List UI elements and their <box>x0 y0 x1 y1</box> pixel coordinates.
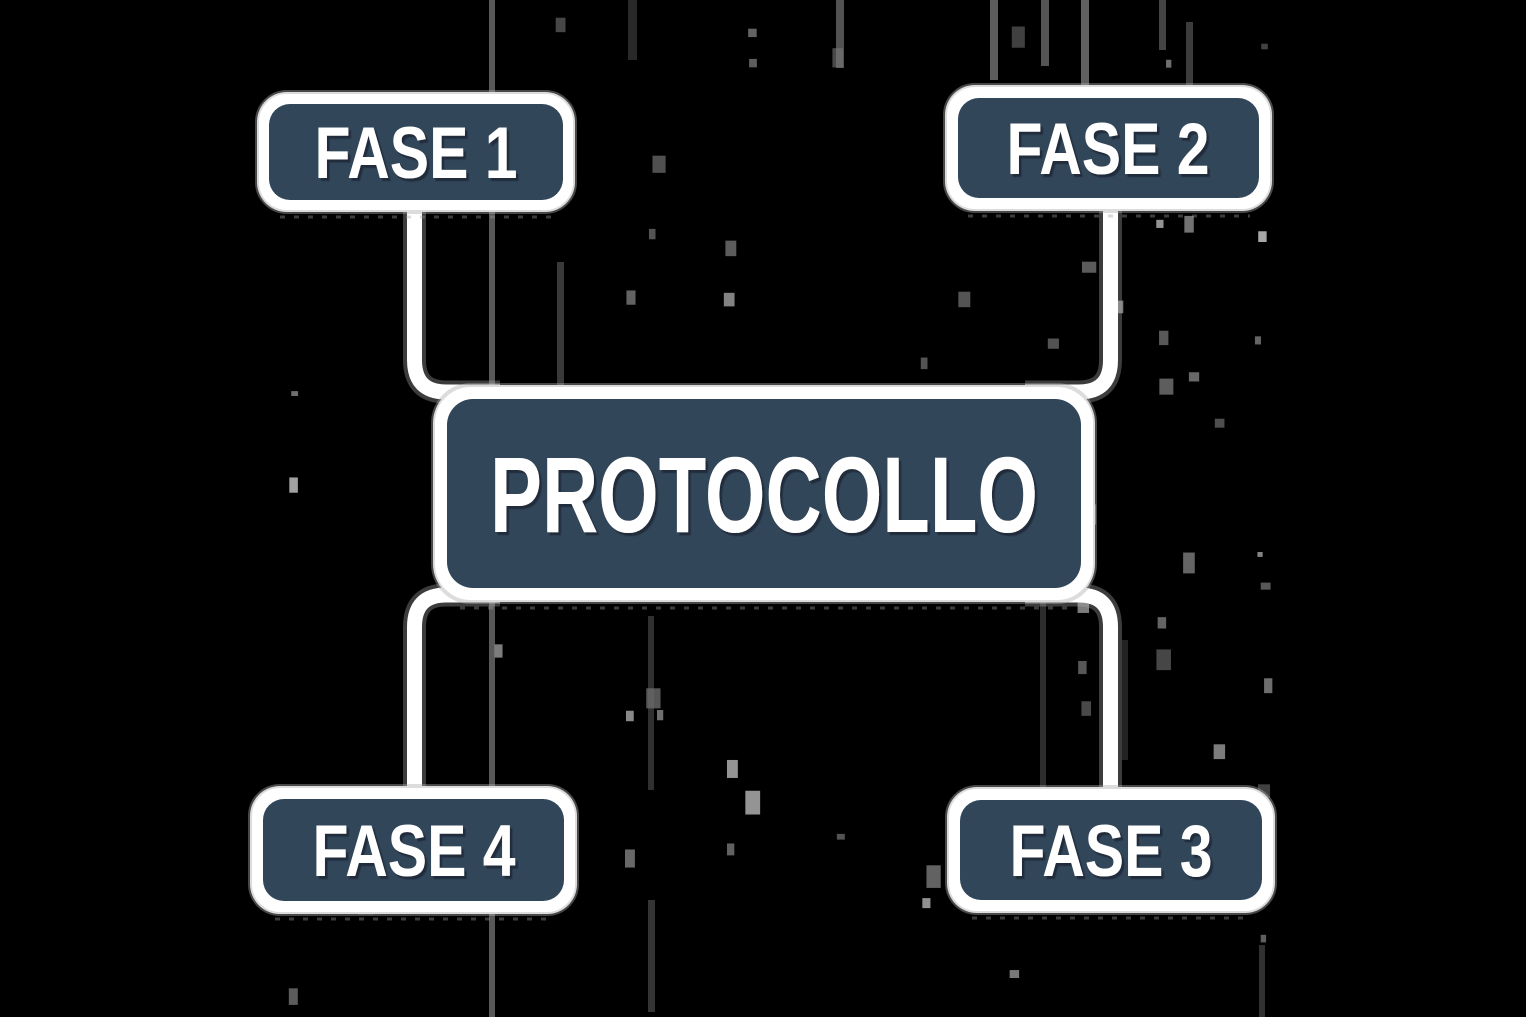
noise-artifact <box>926 865 941 888</box>
connector-line <box>1025 587 1118 798</box>
noise-artifact <box>1156 649 1171 671</box>
node-fase-4: FASE 4 <box>248 784 579 921</box>
node-fase-2-label: FASE 2 <box>1007 109 1210 190</box>
noise-artifact <box>288 988 298 1005</box>
noise-artifact <box>1159 330 1169 346</box>
connector-halo <box>1025 206 1122 404</box>
noise-artifact <box>836 0 844 68</box>
node-body <box>447 399 1081 588</box>
noise-artifact <box>1188 372 1200 382</box>
noise-artifact <box>836 833 845 840</box>
noise-artifact <box>725 240 737 257</box>
noise-artifact <box>1254 336 1261 345</box>
noise-artifact <box>726 843 735 856</box>
noise-artifact <box>1166 59 1172 68</box>
node-body <box>269 104 563 200</box>
noise-artifact <box>1122 640 1128 760</box>
connectors <box>403 206 1122 798</box>
noise-artifact <box>920 357 928 370</box>
noise-artifact <box>555 17 566 33</box>
node-fase-4-label: FASE 4 <box>313 811 516 892</box>
noise-artifact <box>748 28 757 38</box>
noise-artifact <box>745 790 761 815</box>
noise-artifact <box>1159 378 1174 395</box>
noise-artifact <box>289 477 298 493</box>
noise-artifact <box>1261 43 1268 50</box>
noise-artifact <box>1258 231 1267 242</box>
connector-halo <box>1025 583 1122 798</box>
noise-artifact <box>1183 552 1195 574</box>
noise-artifact <box>648 228 656 240</box>
noise-artifact <box>749 58 757 68</box>
noise-artifact <box>557 262 564 398</box>
connector-line <box>407 206 500 400</box>
noise-artifact <box>1259 945 1265 1017</box>
noise-artifact <box>1264 678 1273 694</box>
noise-artifact <box>652 155 666 173</box>
noise-artifact <box>1257 552 1263 557</box>
noise-artifact <box>1159 0 1166 50</box>
noise-artifact <box>1213 744 1226 760</box>
noise-artifact <box>656 710 664 721</box>
noise-artifact <box>1260 934 1267 943</box>
noise-artifact <box>1047 338 1059 349</box>
noise-artifact <box>1081 0 1089 120</box>
connector-fase2-protocollo <box>1025 206 1122 404</box>
connector-line <box>1025 206 1118 400</box>
connector-halo <box>403 206 500 404</box>
node-body <box>960 800 1262 900</box>
noise-artifact <box>832 48 844 68</box>
noise-artifact <box>1184 215 1194 233</box>
noise-artifact <box>922 898 931 909</box>
noise-artifact <box>625 849 635 868</box>
node-protocollo-label: PROTOCOLLO <box>490 434 1038 555</box>
noise-artifact <box>1081 261 1097 273</box>
noise-artifact <box>990 0 998 80</box>
connector-line <box>407 587 500 798</box>
node-fase-3-label: FASE 3 <box>1010 811 1213 892</box>
node-protocollo: PROTOCOLLO <box>431 383 1097 610</box>
noise-artifact <box>1260 582 1271 590</box>
noise-artifact <box>291 391 299 397</box>
node-fase-1: FASE 1 <box>255 90 577 219</box>
node-body <box>263 799 564 901</box>
noise-artifact <box>1157 617 1167 629</box>
noise-artifact <box>1186 22 1193 120</box>
noise-artifact <box>1214 418 1225 428</box>
noise-artifact <box>1078 660 1087 675</box>
noise-artifact <box>646 688 661 709</box>
node-fase-1-label: FASE 1 <box>315 113 518 194</box>
noise-artifact <box>625 710 634 722</box>
noise-artifact <box>628 0 637 60</box>
noise-artifact <box>958 291 971 308</box>
noise-artifact <box>726 759 738 778</box>
node-fase-2: FASE 2 <box>943 83 1274 218</box>
node-body <box>958 98 1259 198</box>
noise-artifact <box>1077 599 1090 613</box>
noise-artifact <box>1009 970 1020 978</box>
noise-artifact <box>648 900 655 1012</box>
noise-artifact <box>1040 585 1046 845</box>
noise-artifact <box>494 644 503 658</box>
noise-artifact <box>1081 701 1092 716</box>
noise-artifact <box>1041 0 1049 66</box>
noise-artifact <box>1011 26 1025 48</box>
noise-artifact <box>723 292 735 307</box>
connector-halo <box>403 583 500 798</box>
connector-protocollo-fase4 <box>403 583 500 798</box>
noise-artifact <box>626 290 636 305</box>
connector-protocollo-fase3 <box>1025 583 1122 798</box>
connector-fase1-protocollo <box>403 206 500 404</box>
noise-artifact <box>1156 219 1164 228</box>
node-fase-3: FASE 3 <box>945 785 1277 920</box>
noise-artifact <box>1115 300 1124 314</box>
